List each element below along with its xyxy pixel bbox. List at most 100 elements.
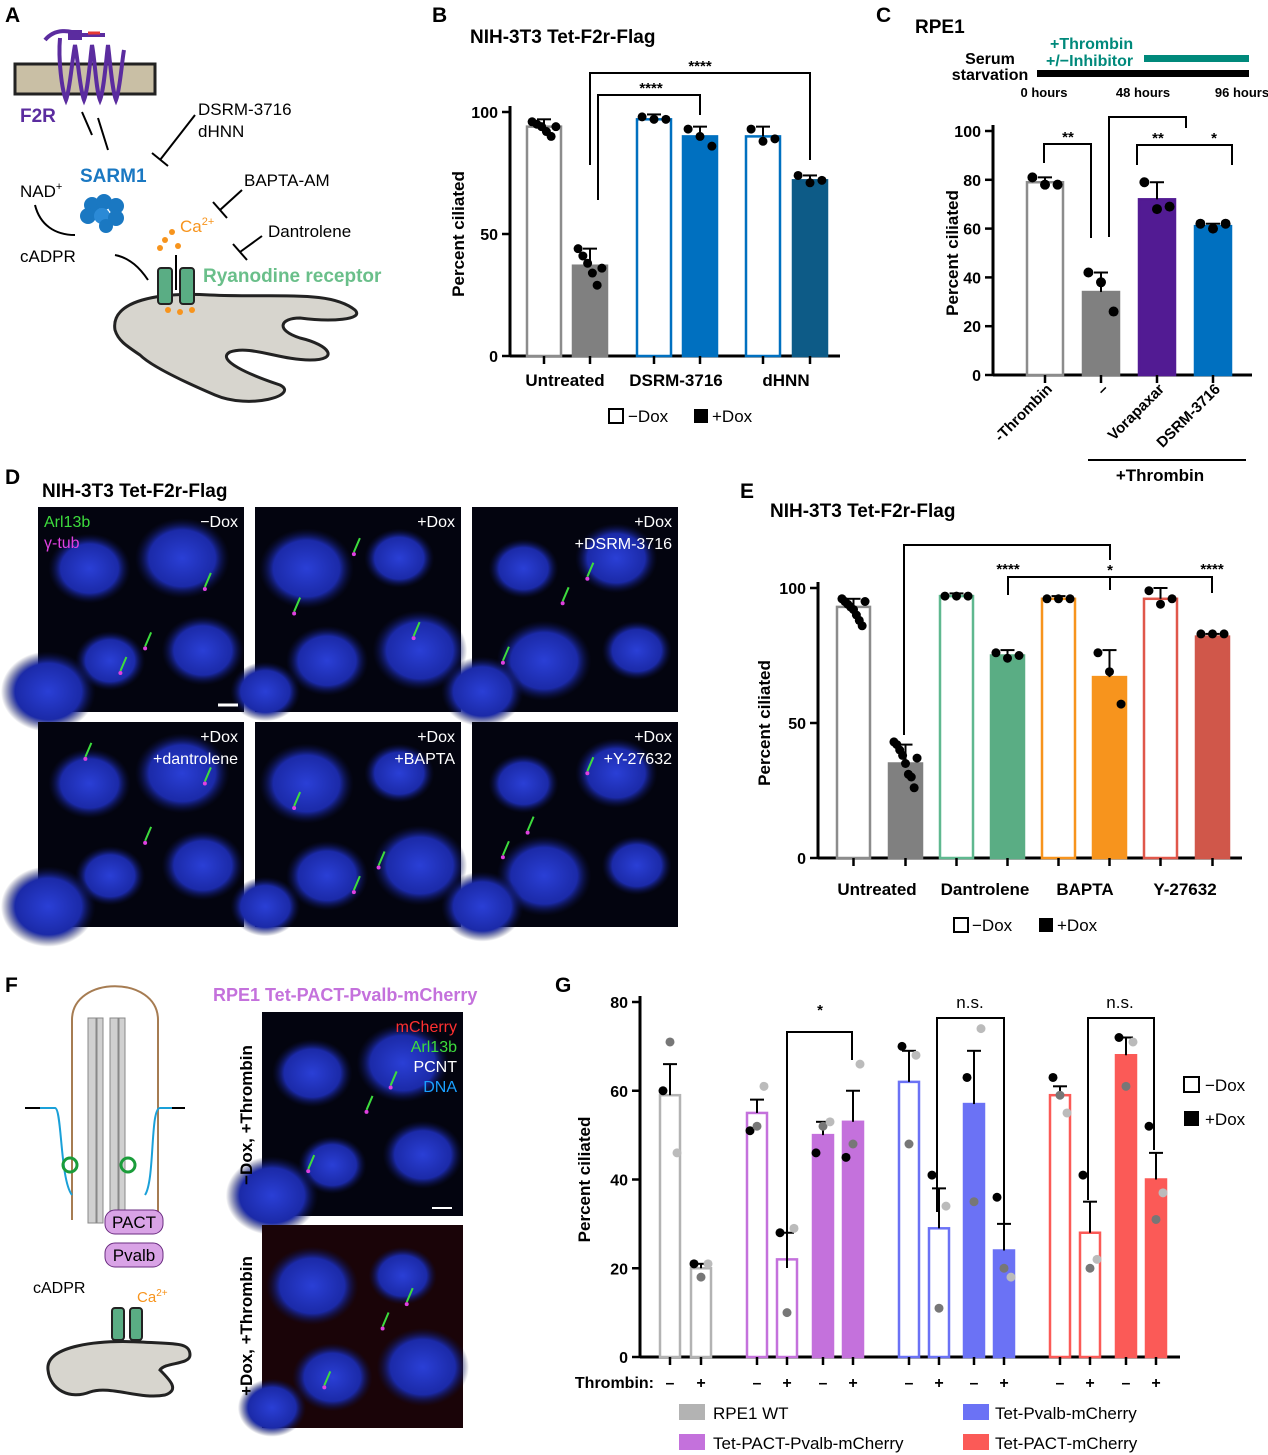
cilium <box>586 756 595 772</box>
data-point <box>952 591 961 601</box>
pact-label: PACT <box>112 1213 156 1232</box>
timeline-inhibitor-label: +/−Inhibitor <box>1046 53 1133 70</box>
data-point <box>1196 629 1206 639</box>
calcium-store-icon <box>165 307 195 315</box>
legend-swatch <box>963 1404 989 1420</box>
data-point <box>1065 594 1075 604</box>
y-axis-label: Percent ciliated <box>575 1117 594 1243</box>
centrosome <box>376 865 381 870</box>
legend-swatch-plus-dox <box>1039 918 1053 932</box>
data-point <box>999 1263 1009 1273</box>
y-tick-label: 50 <box>480 227 498 244</box>
legend-swatch-minus-dox <box>1183 1076 1200 1093</box>
data-point <box>703 1259 713 1269</box>
data-point <box>817 175 827 185</box>
data-point <box>746 124 756 134</box>
nucleus <box>376 1327 470 1407</box>
y-tick-label: 60 <box>610 1084 628 1101</box>
sig-label: * <box>1107 562 1113 579</box>
centrosome <box>292 806 297 811</box>
data-point <box>897 1041 907 1051</box>
timeline-48h: 48 hours <box>1116 85 1170 100</box>
stain-label-arl13b: Arl13b <box>44 514 90 531</box>
cilium <box>323 1370 332 1386</box>
thrombin-mark: + <box>999 1375 1008 1392</box>
calcium-label-f: Ca2+ <box>137 1288 168 1306</box>
condition-label: +DSRM-3716 <box>575 536 672 553</box>
legend-swatch <box>679 1434 705 1450</box>
ciliary-membrane <box>71 985 159 1220</box>
stain-label-arl13b: Arl13b <box>411 1039 457 1056</box>
thrombin-mark: – <box>905 1375 914 1392</box>
data-point <box>551 122 561 132</box>
data-point <box>649 114 659 124</box>
data-point <box>661 114 671 124</box>
data-point <box>759 1081 769 1091</box>
nucleus <box>601 620 672 681</box>
centrosome <box>388 1085 393 1090</box>
micrograph <box>237 1225 470 1437</box>
data-point <box>901 759 910 768</box>
data-point <box>1085 1263 1095 1273</box>
nucleus <box>364 743 435 804</box>
chart-c-title: RPE1 <box>915 17 965 38</box>
inhibition-line-sarm1 <box>159 114 196 161</box>
legend-item: Tet-Pvalb-mCherry <box>995 1404 1137 1423</box>
cilium <box>203 572 212 588</box>
cilium <box>526 816 535 832</box>
data-point <box>1006 1272 1016 1282</box>
data-point <box>1092 1254 1102 1264</box>
cilium <box>365 1095 374 1111</box>
legend-swatch-minus-dox <box>953 917 969 933</box>
pvalb-label: Pvalb <box>113 1246 156 1265</box>
chart-b-title: NIH-3T3 Tet-F2r-Flag <box>470 27 655 48</box>
panel-label-b: B <box>432 4 447 27</box>
data-point <box>1083 267 1094 278</box>
data-point <box>963 591 973 601</box>
data-point <box>695 131 705 141</box>
legend-swatch <box>679 1404 705 1420</box>
thrombin-mark: + <box>782 1375 791 1392</box>
ryanodine-receptor-icon <box>129 1307 143 1341</box>
data-point <box>912 753 922 763</box>
data-point <box>1164 201 1175 212</box>
data-point <box>818 1121 828 1131</box>
data-point <box>1105 667 1114 677</box>
y-tick-label: 100 <box>779 581 806 598</box>
condition-label: +BAPTA <box>394 751 455 768</box>
cilium <box>561 586 570 602</box>
nucleus <box>285 625 369 696</box>
nucleus <box>48 533 131 604</box>
data-point <box>805 178 815 188</box>
nucleus <box>272 1039 353 1108</box>
centrosome <box>500 855 505 860</box>
data-point <box>841 1152 851 1162</box>
y-tick-label: 80 <box>610 995 628 1012</box>
data-point <box>1144 586 1154 596</box>
x-tick-label: DSRM-3716 <box>629 371 723 390</box>
data-point <box>1139 177 1150 188</box>
cilium <box>352 537 361 553</box>
thrombin-treatment-bar <box>1144 55 1249 62</box>
legend-plus-dox: +Dox <box>1205 1110 1246 1129</box>
data-point <box>770 134 780 144</box>
inhibition-line-calcium <box>219 189 243 211</box>
data-point <box>825 1117 835 1127</box>
data-point <box>855 1059 865 1069</box>
data-point <box>1054 594 1063 604</box>
centrosome <box>118 671 123 675</box>
legend-swatch-minus-dox <box>608 408 624 424</box>
stain-label-dna: DNA <box>423 1079 457 1096</box>
sig-label: **** <box>1200 561 1224 578</box>
significance-brackets <box>589 72 1233 1268</box>
nucleus <box>575 523 658 594</box>
bar <box>525 125 563 358</box>
data-point <box>1093 648 1103 658</box>
nucleus <box>372 610 468 691</box>
sig-label: **** <box>996 561 1020 578</box>
cilium <box>389 1071 398 1086</box>
data-point <box>758 136 768 146</box>
centrosome <box>560 601 565 606</box>
